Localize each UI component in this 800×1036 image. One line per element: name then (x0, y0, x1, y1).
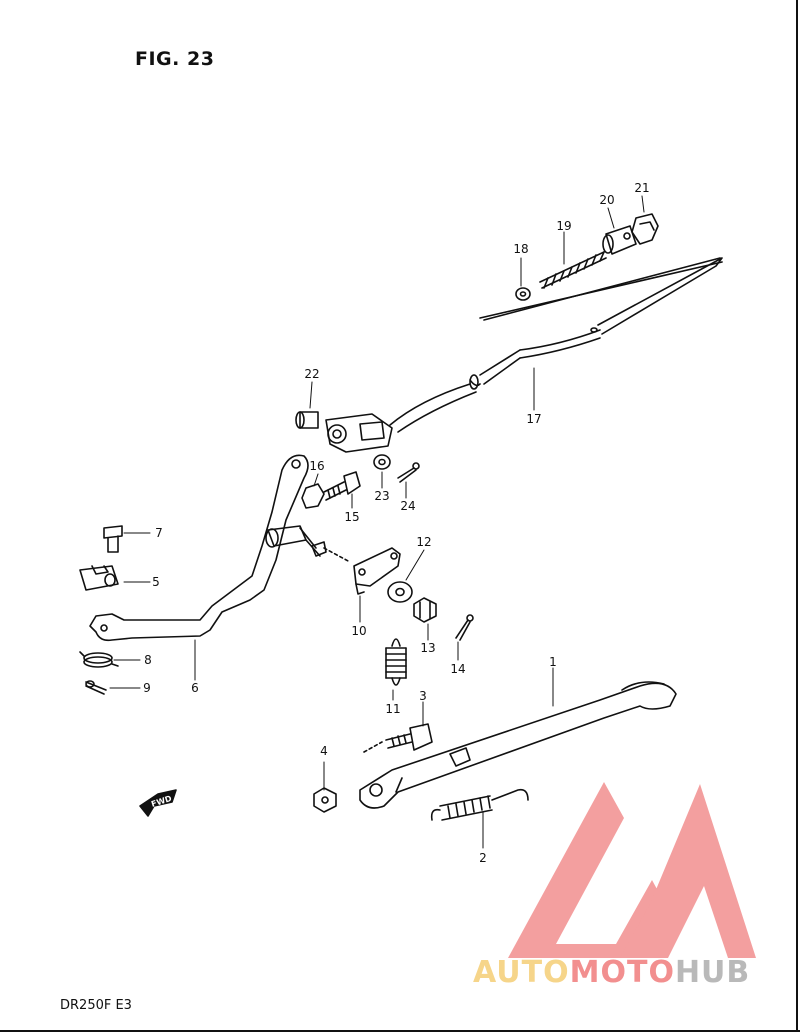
bottom-border (0, 1030, 800, 1032)
part-14-cotter-pin (455, 614, 474, 641)
part-11-spring (385, 638, 407, 686)
part-12-washer (387, 581, 413, 603)
callout-9: 9 (143, 681, 151, 695)
callout-10: 10 (351, 624, 366, 638)
watermark-part-hub: HUB (674, 955, 751, 990)
part-9-cotter-pin (85, 680, 107, 695)
callout-21: 21 (634, 181, 649, 195)
part-23-washer (373, 454, 391, 470)
callout-4: 4 (320, 744, 328, 758)
part-15-bolt (323, 471, 361, 501)
callout-19: 19 (556, 219, 571, 233)
part-8-return-spring (79, 651, 119, 668)
part-24-cotter-pin (397, 462, 420, 483)
watermark-text: AUTOMOTOHUB (473, 955, 750, 990)
part-1-side-stand (359, 681, 677, 809)
part-16-nut (301, 483, 325, 509)
callout-23: 23 (374, 489, 389, 503)
part-6-brake-pedal (89, 454, 327, 642)
figure-title: FIG. 23 (135, 48, 215, 70)
callout-20: 20 (599, 193, 614, 207)
part-21-adjust-nut (631, 213, 659, 245)
leader-lines (109, 195, 645, 849)
callout-17: 17 (526, 412, 541, 426)
callout-22: 22 (304, 367, 319, 381)
right-border (796, 0, 798, 1032)
callout-8: 8 (144, 653, 152, 667)
callout-7: 7 (155, 526, 163, 540)
callout-13: 13 (420, 641, 435, 655)
fwd-arrow-icon (139, 789, 177, 817)
part-20-nut (602, 225, 637, 255)
part-4-nut (313, 787, 337, 813)
part-7-bolt (103, 525, 123, 553)
callout-16: 16 (309, 459, 324, 473)
part-10-bracket (323, 547, 401, 595)
callout-3: 3 (419, 689, 427, 703)
watermark-part-auto: AUTO (473, 955, 570, 990)
model-code: DR250F E3 (60, 998, 132, 1013)
part-13-castle-nut (413, 597, 437, 623)
callout-numbers: 1 2 3 4 5 6 7 8 9 10 11 12 13 14 15 16 1… (143, 181, 649, 865)
part-5-stopper (79, 565, 119, 591)
callout-24: 24 (400, 499, 415, 513)
part-22-clevis-pin (295, 411, 393, 453)
callout-14: 14 (450, 662, 465, 676)
part-2-stand-spring (430, 788, 529, 821)
callout-1: 1 (549, 655, 557, 669)
callout-12: 12 (416, 535, 431, 549)
callout-6: 6 (191, 681, 199, 695)
part-17-brake-rod (389, 257, 723, 433)
callout-11: 11 (385, 702, 400, 716)
callout-18: 18 (513, 242, 528, 256)
callout-5: 5 (152, 575, 160, 589)
callout-2: 2 (479, 851, 487, 865)
watermark-part-moto: MOTO (569, 955, 675, 990)
part-3-pivot-bolt (363, 723, 433, 753)
watermark-logo-icon (508, 782, 756, 958)
callout-15: 15 (344, 510, 359, 524)
part-19-spring (539, 251, 607, 289)
part-18-washer (515, 287, 531, 301)
